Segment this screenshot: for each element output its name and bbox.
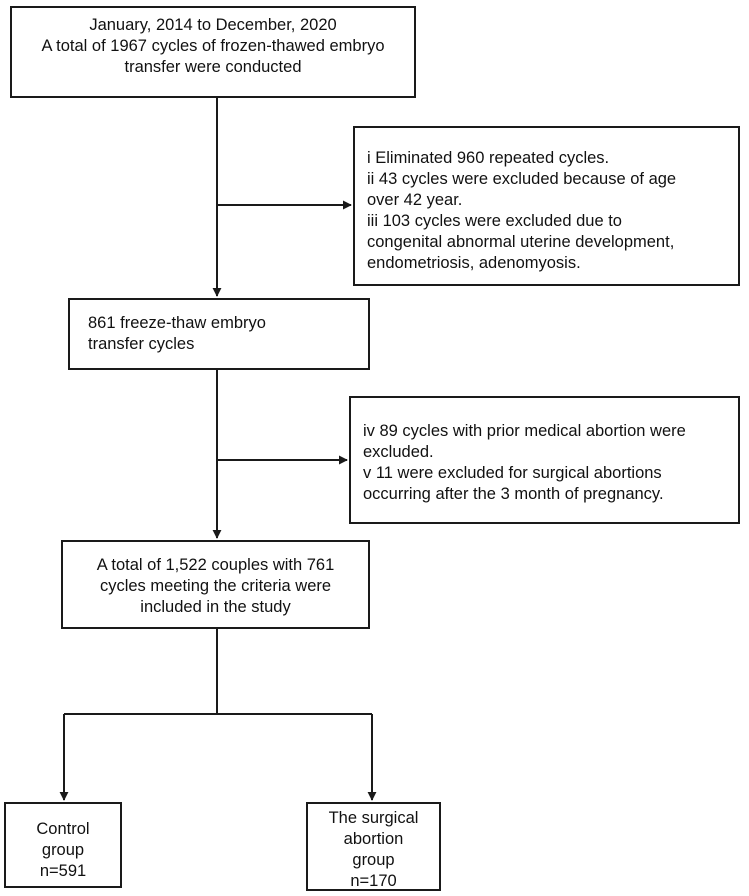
- box-exclusion-criteria-1: i Eliminated 960 repeated cycles. ii 43 …: [353, 126, 740, 286]
- box-line: 861 freeze-thaw embryo: [88, 314, 266, 332]
- box-line: occurring after the 3 month of pregnancy…: [363, 485, 664, 503]
- box-line: v 11 were excluded for surgical abortion…: [363, 464, 662, 482]
- box-line: January, 2014 to December, 2020: [89, 16, 337, 34]
- box-line: Control: [36, 820, 90, 838]
- box-control-group: Control group n=591: [4, 802, 122, 888]
- box-line: iv 89 cycles with prior medical abortion…: [363, 422, 686, 440]
- box-line: transfer were conducted: [124, 58, 302, 76]
- box-line: iii 103 cycles were excluded due to: [367, 212, 622, 230]
- box-line: included in the study: [140, 598, 291, 616]
- box-line: n=170: [350, 872, 397, 890]
- box-line: endometriosis, adenomyosis.: [367, 254, 581, 272]
- box-line: transfer cycles: [88, 335, 195, 353]
- box-line: group: [41, 841, 85, 859]
- box-line: abortion: [343, 830, 404, 848]
- box-line: ii 43 cycles were excluded because of ag…: [367, 170, 677, 188]
- box-initial-cycles: January, 2014 to December, 2020 A total …: [10, 6, 416, 98]
- box-line: over 42 year.: [367, 191, 463, 209]
- box-line: n=591: [39, 862, 87, 880]
- box-line: i Eliminated 960 repeated cycles.: [367, 149, 610, 167]
- box-line: A total of 1,522 couples with 761: [96, 556, 335, 574]
- box-line: congenital abnormal uterine development,: [367, 233, 675, 251]
- box-exclusion-criteria-2: iv 89 cycles with prior medical abortion…: [349, 396, 740, 524]
- box-surgical-abortion-group: The surgical abortion group n=170: [306, 802, 441, 891]
- box-line: excluded.: [363, 443, 434, 461]
- box-861-cycles: 861 freeze-thaw embryo transfer cycles: [68, 298, 370, 370]
- box-line: group: [352, 851, 395, 869]
- box-line: A total of 1967 cycles of frozen-thawed …: [41, 37, 385, 55]
- box-line: The surgical: [328, 809, 419, 827]
- box-line: cycles meeting the criteria were: [99, 577, 332, 595]
- box-included-couples: A total of 1,522 couples with 761 cycles…: [61, 540, 370, 629]
